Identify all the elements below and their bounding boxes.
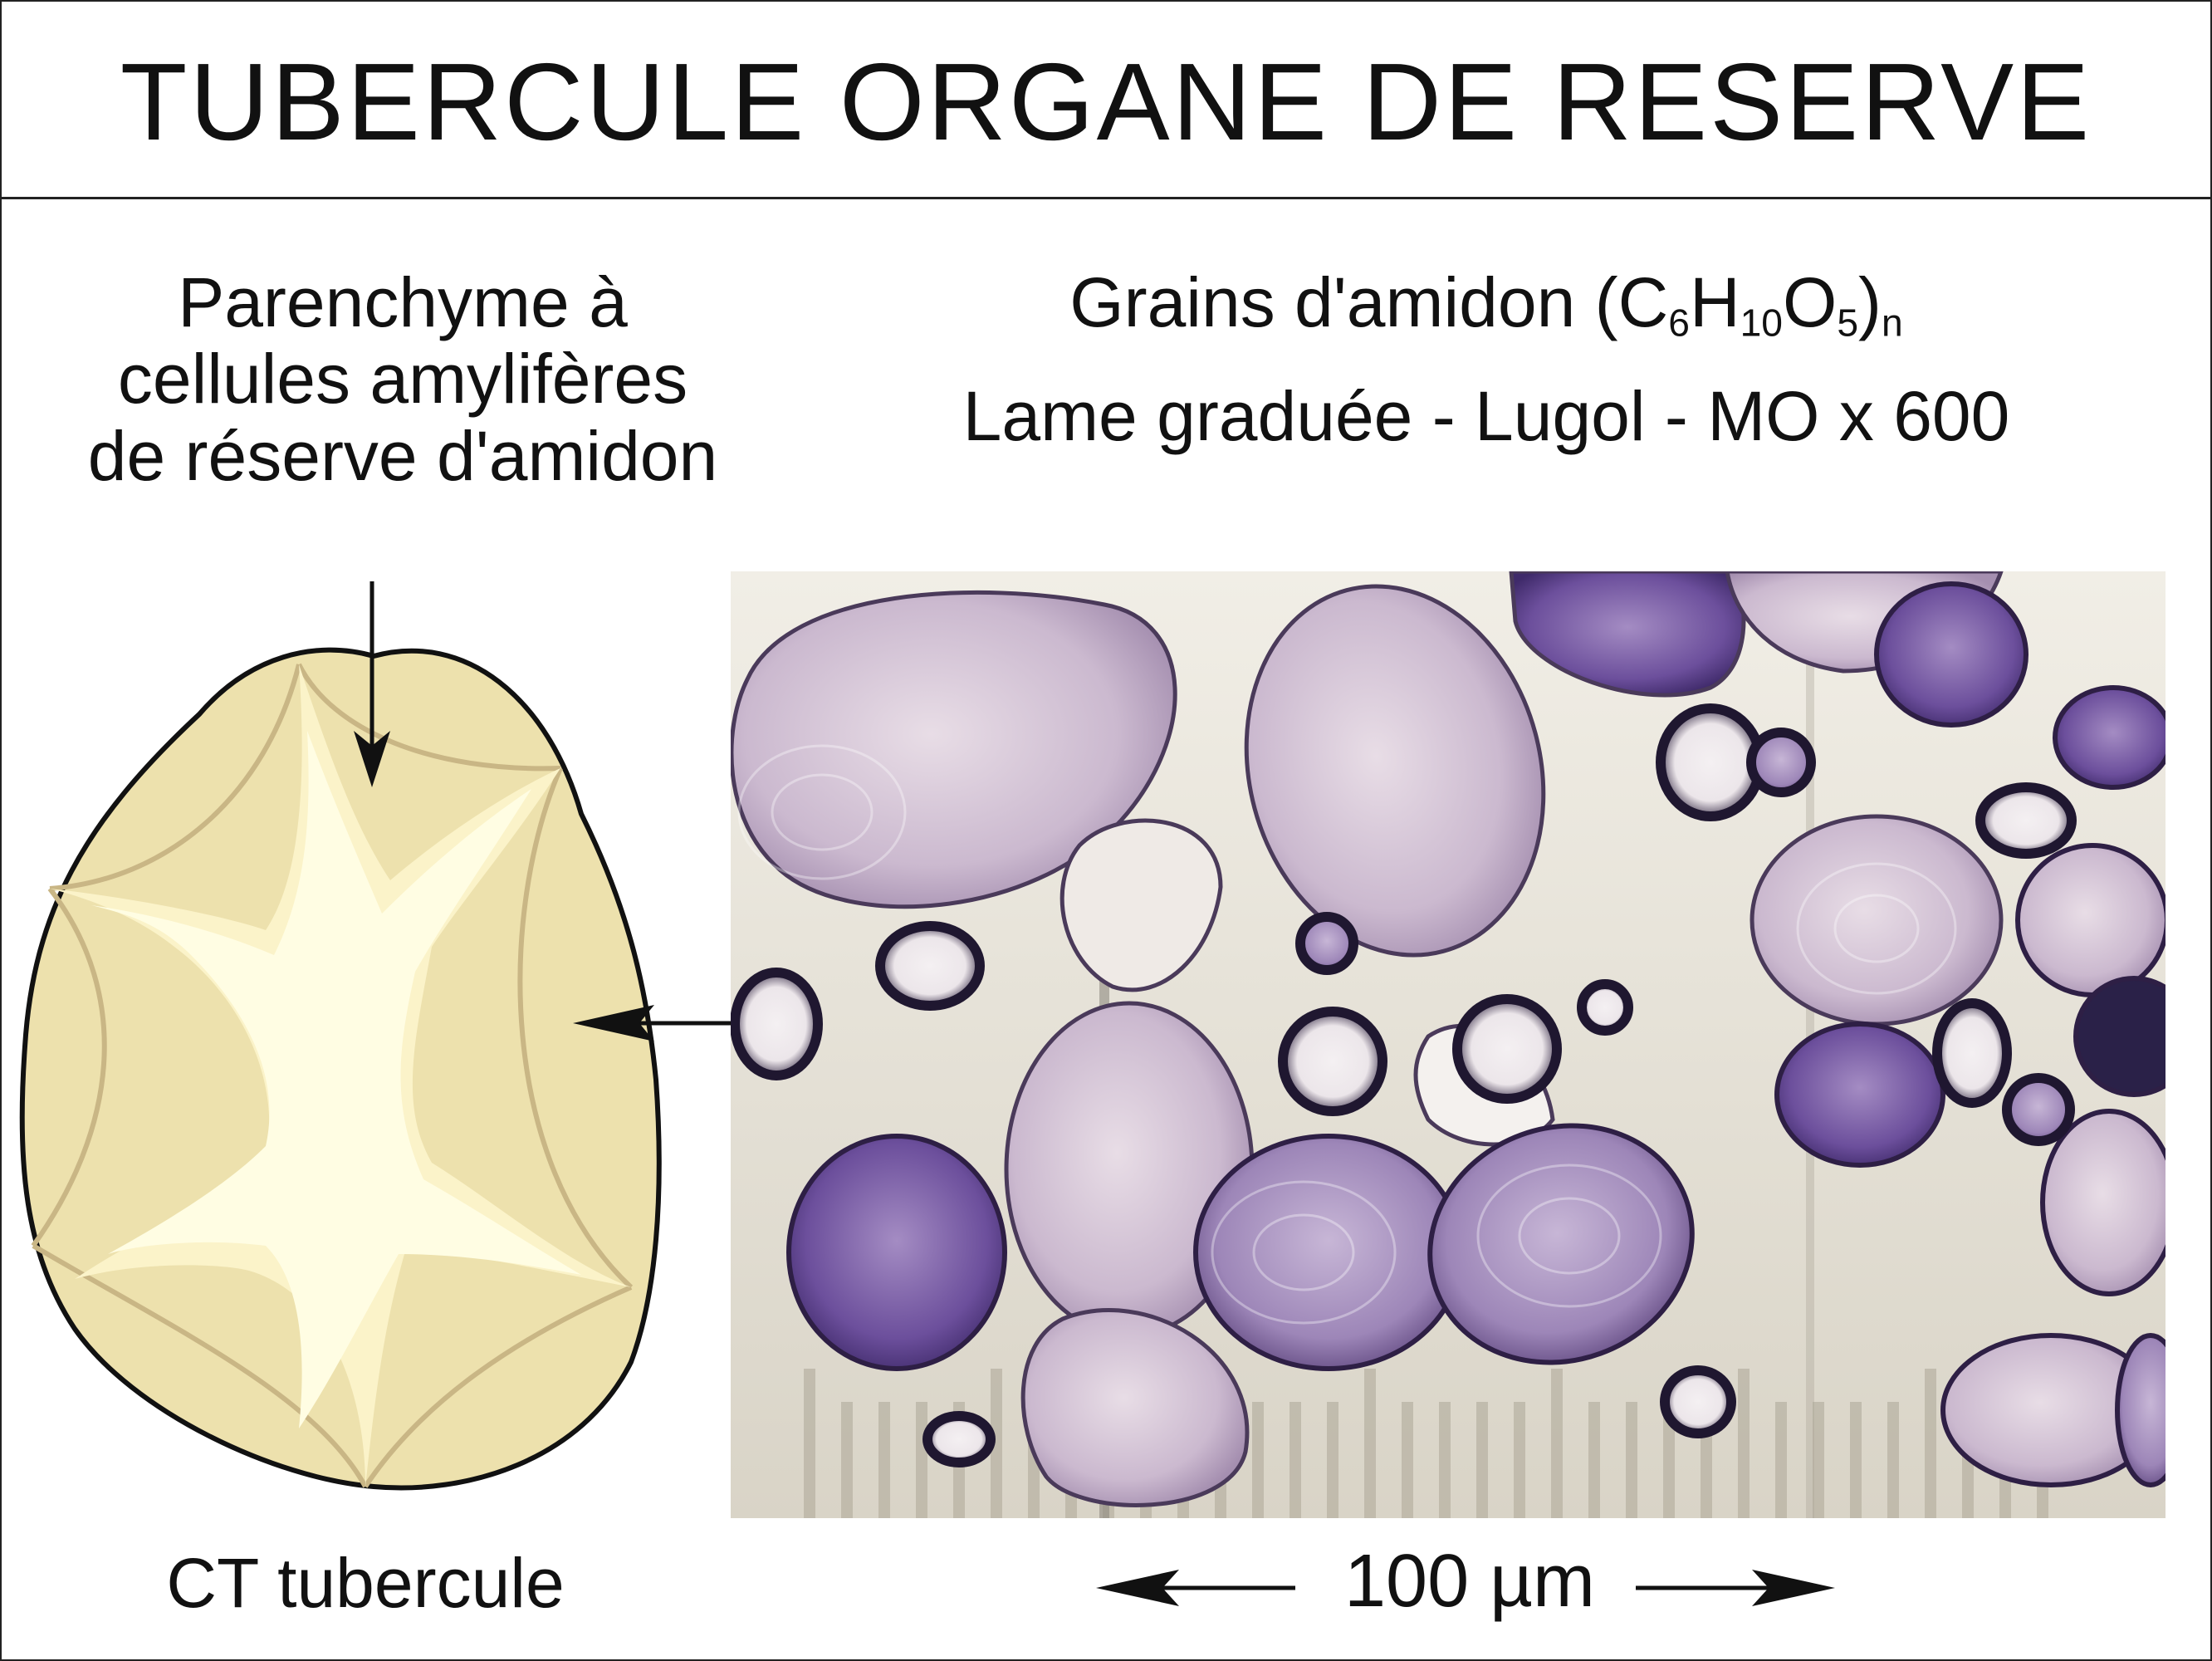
parenchyma-arrow-head — [354, 731, 390, 787]
figure-title: TUBERCULE ORGANE DE RESERVE — [120, 40, 2092, 163]
small-grains — [731, 703, 2077, 1467]
scale-bar-left-arrowhead — [1096, 1570, 1179, 1606]
parenchyma-label-line-3: de réserve d'amidon — [87, 416, 718, 495]
formula-h: H — [1689, 263, 1740, 341]
parenchyma-label-line-2: cellules amylifères — [117, 340, 688, 419]
micrograph-svg — [731, 571, 2166, 1518]
formula-sub-h: 10 — [1740, 301, 1783, 345]
formula-sub-c: 6 — [1668, 301, 1690, 345]
formula-o: O — [1783, 263, 1838, 341]
starch-grains-title: Grains d'amidon (C6H10O5)n — [781, 263, 2192, 342]
formula-sub-o: 5 — [1837, 301, 1859, 345]
micrograph-arrow-head — [573, 1005, 654, 1041]
formula-sub-n: n — [1882, 301, 1903, 345]
formula-close: ) — [1858, 263, 1882, 341]
tuber-core-center — [91, 731, 581, 1428]
microscopy-subtitle: Lame graduée - Lugol - MO x 600 — [962, 377, 2010, 455]
scale-bar-label: 100 µm — [1344, 1540, 1595, 1623]
growth-rings — [737, 744, 1957, 1325]
parenchyma-label-line-1: Parenchyme à — [178, 263, 628, 341]
dark-grains — [786, 581, 2166, 1487]
formula-text: Grains d'amidon (C — [1069, 263, 1669, 341]
scale-bar-right-arrowhead — [1752, 1570, 1835, 1606]
title-band: TUBERCULE ORGANE DE RESERVE — [0, 0, 2212, 199]
starch-micrograph — [731, 571, 2166, 1518]
ct-tuber-label: CT tubercule — [166, 1544, 565, 1622]
parenchyma-label: Parenchyme à cellules amylifères de rése… — [17, 263, 789, 495]
parenchyma-cells — [31, 663, 634, 1488]
